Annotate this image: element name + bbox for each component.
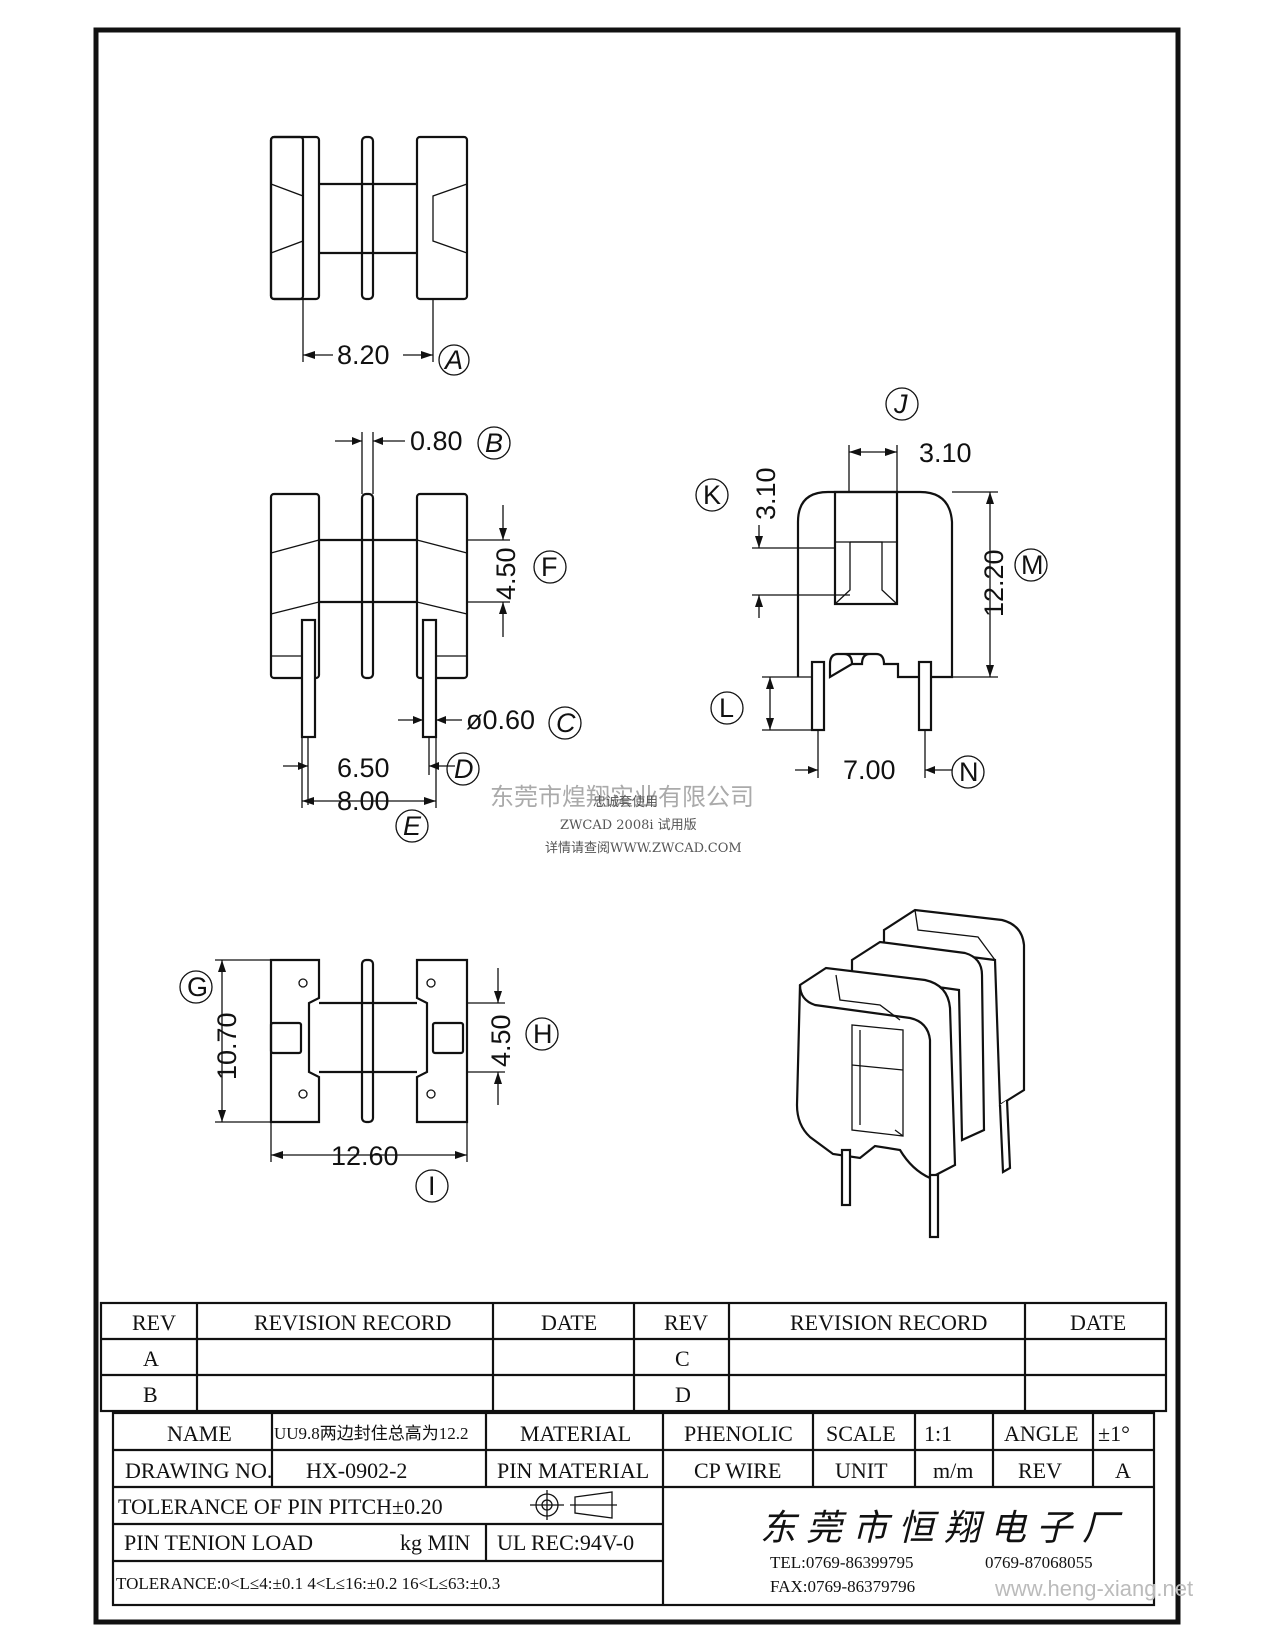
- tolerance-general: TOLERANCE:0<L≤4:±0.1 4<L≤16:±0.2 16<L≤63…: [116, 1574, 500, 1593]
- drawing-no-value: HX-0902-2: [306, 1458, 407, 1483]
- dim-a-value: 8.20: [337, 340, 390, 370]
- unit-label: UNIT: [835, 1458, 888, 1483]
- dim-k-value: 3.10: [751, 467, 781, 520]
- pin-material-label: PIN MATERIAL: [497, 1458, 649, 1483]
- fax: FAX:0769-86379796: [770, 1577, 915, 1596]
- rev-header-2: REV: [664, 1310, 708, 1335]
- dim-d-label: D: [454, 754, 474, 784]
- dim-d-value: 6.50: [337, 753, 390, 783]
- unit-value: m/m: [933, 1458, 973, 1483]
- dim-l-label: L: [719, 693, 734, 723]
- dim-g-value: 10.70: [212, 1012, 242, 1080]
- revision-table: [99, 1301, 1168, 1413]
- company-name: 东莞市恒翔电子厂: [760, 1508, 1128, 1549]
- dim-m-label: M: [1021, 550, 1044, 580]
- material-value: PHENOLIC: [684, 1421, 793, 1446]
- dim-b-label: B: [485, 428, 503, 458]
- dim-c-value: ø0.60: [466, 705, 535, 735]
- dim-h-label: H: [533, 1019, 553, 1049]
- tel2: 0769-87068055: [985, 1553, 1093, 1572]
- company-watermark: 东莞市煌翔实业有限公司: [490, 783, 754, 811]
- revision-record-header-2: REVISION RECORD: [790, 1310, 987, 1335]
- rev-c: C: [675, 1346, 690, 1371]
- title-block: [111, 1411, 1156, 1607]
- dim-f-label: F: [541, 552, 558, 582]
- top-view: [269, 135, 469, 362]
- rev-a: A: [143, 1346, 159, 1371]
- rev-d: D: [675, 1382, 691, 1407]
- dim-c-label: C: [556, 708, 576, 738]
- dim-m-value: 12.20: [979, 549, 1009, 617]
- rev-header-1: REV: [132, 1310, 176, 1335]
- bottom-view: [269, 958, 469, 1124]
- dim-e-label: E: [403, 811, 422, 841]
- name-label: NAME: [167, 1421, 232, 1446]
- dim-i-label: I: [428, 1171, 436, 1201]
- dim-j-value: 3.10: [919, 438, 972, 468]
- zwcad-watermark-line3: 详情请查阅WWW.ZWCAD.COM: [545, 841, 742, 856]
- side-view: [796, 490, 954, 732]
- pin-tension-label: PIN TENION LOAD: [124, 1530, 313, 1555]
- dim-n-value: 7.00: [843, 755, 896, 785]
- scale-label: SCALE: [826, 1421, 896, 1446]
- footer-url: www.heng-xiang.net: [994, 1576, 1193, 1601]
- projection-symbol-icon: [530, 1490, 617, 1520]
- rev-b: B: [143, 1382, 158, 1407]
- material-label: MATERIAL: [520, 1421, 631, 1446]
- dim-g-label: G: [187, 972, 208, 1002]
- date-header-1: DATE: [541, 1310, 597, 1335]
- dim-j-label: J: [893, 389, 908, 419]
- dim-n-label: N: [959, 757, 979, 787]
- zwcad-watermark-line2: ZWCAD 2008i 试用版: [560, 818, 697, 833]
- dim-b-value: 0.80: [410, 426, 463, 456]
- dim-f-value: 4.50: [491, 547, 521, 600]
- pin-tension-unit: kg MIN: [400, 1530, 470, 1555]
- drawing-border: [93, 27, 1181, 1625]
- angle-value: ±1°: [1098, 1421, 1130, 1446]
- angle-label: ANGLE: [1004, 1421, 1079, 1446]
- dim-k-label: K: [703, 480, 721, 510]
- tolerance-pitch: TOLERANCE OF PIN PITCH±0.20: [118, 1494, 443, 1519]
- rev-value: A: [1115, 1458, 1131, 1483]
- name-value: UU9.8两边封住总高为12.2: [274, 1424, 469, 1443]
- dim-h-value: 4.50: [486, 1014, 516, 1067]
- ul-rec: UL REC:94V-0: [497, 1530, 634, 1555]
- dim-e-value: 8.00: [337, 786, 390, 816]
- front-view: [269, 492, 469, 739]
- revision-record-header-1: REVISION RECORD: [254, 1310, 451, 1335]
- drawing-no-label: DRAWING NO.: [125, 1458, 272, 1483]
- pin-material-value: CP WIRE: [694, 1458, 781, 1483]
- rev-label: REV: [1018, 1458, 1062, 1483]
- zwcad-watermark-line1: 忠诚套使用: [593, 794, 658, 810]
- isometric-view: [795, 908, 1026, 1239]
- dim-i-value: 12.60: [331, 1141, 399, 1171]
- date-header-2: DATE: [1070, 1310, 1126, 1335]
- dim-a-label: A: [443, 345, 463, 375]
- scale-value: 1:1: [924, 1421, 952, 1446]
- tel: TEL:0769-86399795: [770, 1553, 914, 1572]
